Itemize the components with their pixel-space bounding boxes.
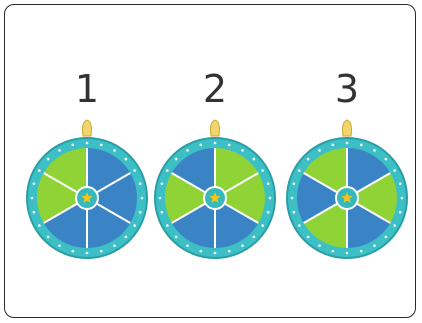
rim-dot	[31, 197, 34, 200]
pointer-icon	[343, 120, 352, 136]
rim-dot	[393, 224, 396, 227]
rim-dot	[401, 197, 404, 200]
rim-dot	[113, 244, 116, 247]
rim-dot	[346, 252, 349, 255]
rim-dot	[58, 244, 61, 247]
rim-dot	[214, 142, 217, 145]
rim-dot	[175, 158, 178, 161]
rim-dot	[125, 236, 128, 239]
rim-dot	[133, 169, 136, 172]
rim-dot	[298, 169, 301, 172]
wheel-number: 3	[282, 70, 412, 108]
spinner-wheel[interactable]	[150, 118, 280, 263]
rim-dot	[125, 158, 128, 161]
rim-dot	[86, 142, 89, 145]
rim-dot	[186, 149, 189, 152]
rim-dot	[261, 169, 264, 172]
rim-dot	[159, 197, 162, 200]
rim-dot	[186, 244, 189, 247]
rim-dot	[58, 149, 61, 152]
rim-dot	[71, 250, 74, 253]
rim-dot	[161, 182, 164, 185]
rim-dot	[373, 149, 376, 152]
rim-dot	[71, 144, 74, 147]
rim-dot	[269, 197, 272, 200]
rim-dot	[399, 182, 402, 185]
rim-dot	[166, 169, 169, 172]
rim-dot	[47, 158, 50, 161]
rim-dot	[139, 211, 142, 214]
spinner-wheel[interactable]	[22, 118, 152, 263]
rim-dot	[267, 182, 270, 185]
rim-dot	[293, 182, 296, 185]
rim-dot	[261, 224, 264, 227]
rim-dot	[100, 250, 103, 253]
rim-dot	[298, 224, 301, 227]
rim-dot	[161, 211, 164, 214]
rim-dot	[33, 182, 36, 185]
rim-dot	[175, 236, 178, 239]
rim-dot	[113, 149, 116, 152]
wheel-group-3: 3	[282, 0, 412, 323]
rim-dot	[331, 144, 334, 147]
rim-dot	[307, 158, 310, 161]
rim-dot	[253, 158, 256, 161]
rim-dot	[331, 250, 334, 253]
wheel-number: 1	[22, 70, 152, 108]
rim-dot	[293, 211, 296, 214]
rim-dot	[86, 252, 89, 255]
spinner-wheel[interactable]	[282, 118, 412, 263]
rim-dot	[360, 250, 363, 253]
rim-dot	[241, 244, 244, 247]
rim-dot	[385, 158, 388, 161]
rim-dot	[346, 142, 349, 145]
wheel-group-2: 2	[150, 0, 280, 323]
rim-dot	[100, 144, 103, 147]
rim-dot	[393, 169, 396, 172]
rim-dot	[241, 149, 244, 152]
rim-dot	[228, 250, 231, 253]
rim-dot	[267, 211, 270, 214]
wheel-group-1: 1	[22, 0, 152, 323]
rim-dot	[385, 236, 388, 239]
rim-dot	[253, 236, 256, 239]
rim-dot	[141, 197, 144, 200]
rim-dot	[228, 144, 231, 147]
rim-dot	[166, 224, 169, 227]
rim-dot	[318, 244, 321, 247]
rim-dot	[373, 244, 376, 247]
rim-dot	[199, 144, 202, 147]
rim-dot	[38, 224, 41, 227]
rim-dot	[38, 169, 41, 172]
rim-dot	[307, 236, 310, 239]
wheel-number: 2	[150, 70, 280, 108]
pointer-icon	[83, 120, 92, 136]
rim-dot	[33, 211, 36, 214]
rim-dot	[139, 182, 142, 185]
rim-dot	[399, 211, 402, 214]
rim-dot	[133, 224, 136, 227]
pointer-icon	[211, 120, 220, 136]
rim-dot	[360, 144, 363, 147]
rim-dot	[318, 149, 321, 152]
rim-dot	[214, 252, 217, 255]
rim-dot	[47, 236, 50, 239]
rim-dot	[199, 250, 202, 253]
rim-dot	[291, 197, 294, 200]
